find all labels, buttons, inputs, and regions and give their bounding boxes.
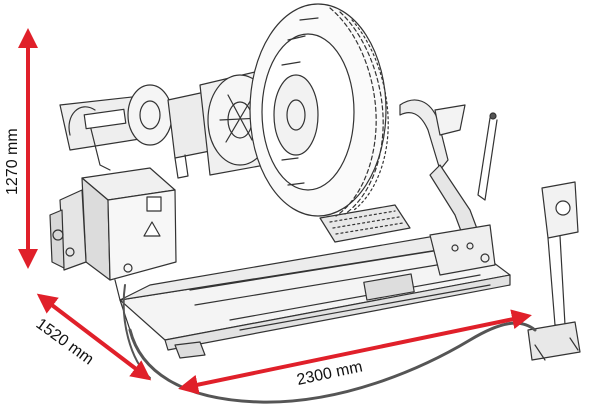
tire bbox=[249, 3, 389, 217]
floor-stand bbox=[527, 181, 581, 361]
width-dimension-arrow bbox=[178, 309, 532, 395]
control-box bbox=[81, 167, 177, 331]
depth-dimension-label: 1520 mm bbox=[33, 315, 97, 368]
height-dimension-label: 1270 mm bbox=[4, 128, 21, 195]
machine-illustration bbox=[49, 3, 581, 404]
dimension-annotations bbox=[18, 27, 532, 395]
machine-column bbox=[49, 189, 87, 271]
depth-dimension-arrow bbox=[36, 293, 152, 381]
chuck-arm bbox=[59, 84, 216, 179]
tread-plate bbox=[319, 204, 411, 243]
tool-carriage bbox=[399, 99, 498, 276]
